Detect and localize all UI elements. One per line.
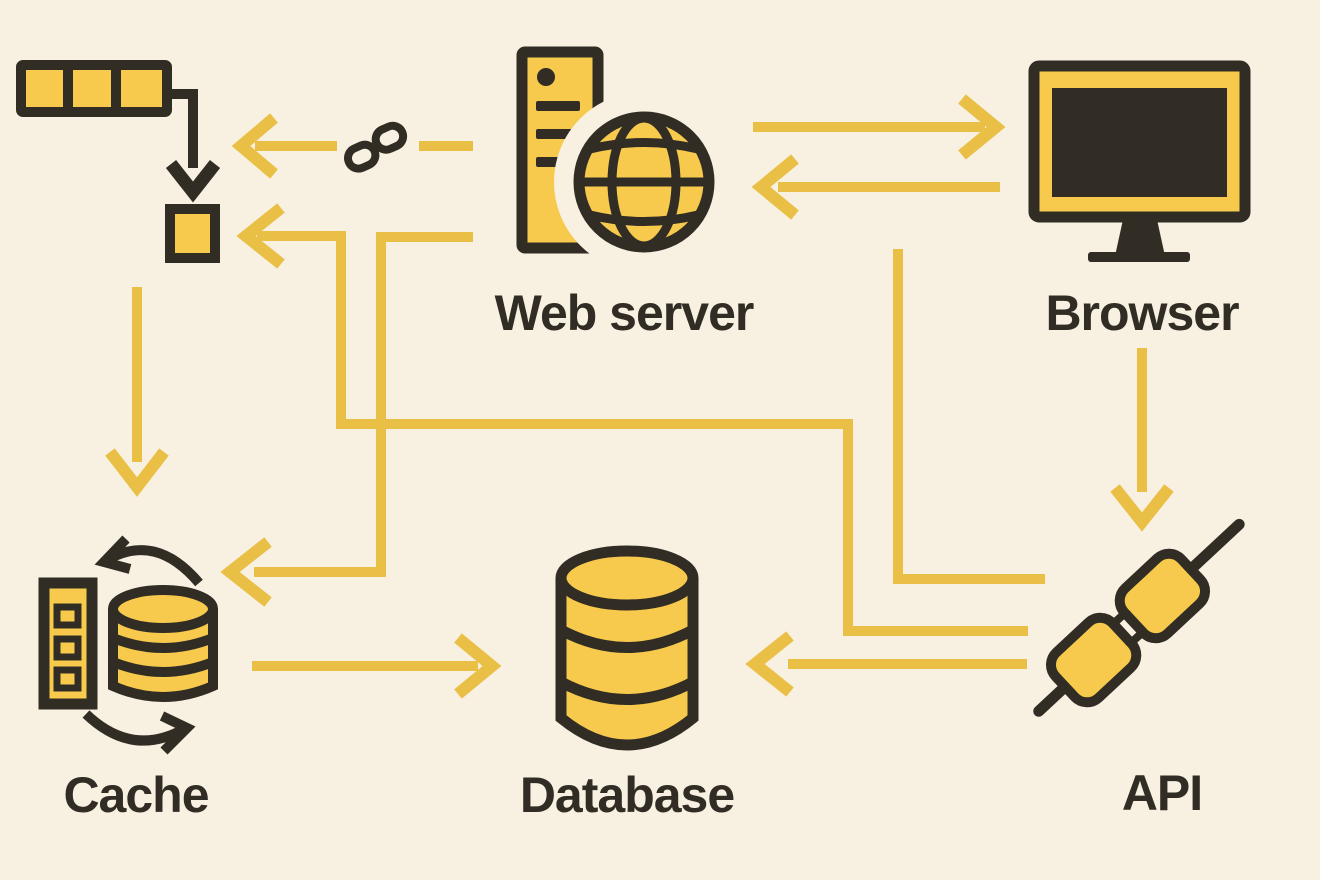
edge-webserver-to-cache bbox=[220, 232, 473, 607]
server-globe-icon bbox=[516, 46, 734, 272]
browser-label: Browser bbox=[1045, 285, 1239, 341]
globe-icon bbox=[554, 92, 734, 272]
web-server-label: Web server bbox=[495, 285, 754, 341]
queue-enqueue-icon bbox=[16, 60, 221, 263]
cache-label: Cache bbox=[63, 767, 208, 823]
edge-browser-to-api-line bbox=[893, 249, 1045, 584]
edge-queue-to-cache bbox=[105, 287, 169, 497]
database-cylinder-icon bbox=[555, 545, 699, 751]
monitor-icon bbox=[1028, 60, 1251, 262]
edge-api-to-database bbox=[745, 631, 1027, 697]
chain-link-icon bbox=[343, 121, 408, 173]
database-label: Database bbox=[520, 767, 735, 823]
edge-webserver-to-queue bbox=[231, 113, 473, 179]
edge-api-to-queue bbox=[236, 203, 1028, 636]
edge-browser-to-webserver bbox=[751, 154, 1000, 220]
plug-connector-icon bbox=[1033, 518, 1245, 717]
api-label: API bbox=[1122, 765, 1202, 821]
cache-sync-icon bbox=[38, 535, 218, 755]
edge-webserver-to-browser bbox=[753, 94, 1006, 160]
edge-cache-to-database bbox=[252, 633, 502, 699]
edge-browser-to-api bbox=[1110, 348, 1174, 532]
